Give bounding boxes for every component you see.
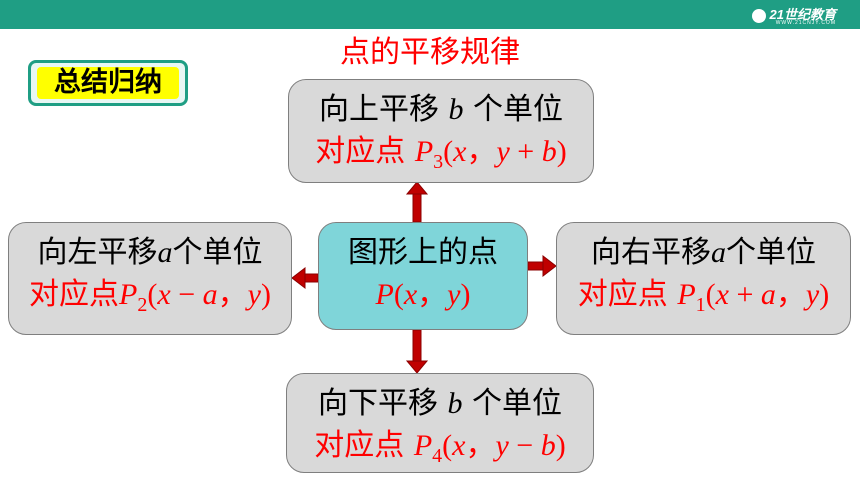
node-left-point: 对应点P2(x − a，y) bbox=[9, 275, 291, 325]
top-banner: 21世纪教育 WWW.21CNJY.COM bbox=[0, 0, 860, 29]
node-left-rule: 向左平移a个单位 bbox=[9, 233, 291, 273]
paren: ( bbox=[147, 278, 158, 311]
node-translate-left: 向左平移a个单位 对应点P2(x − a，y) bbox=[8, 222, 292, 335]
node-up-rule: 向上平移 b 个单位 bbox=[289, 90, 593, 130]
page-title: 点的平移规律 bbox=[340, 35, 520, 70]
node-down-rule: 向下平移 b 个单位 bbox=[287, 384, 593, 424]
separator: ， bbox=[775, 277, 806, 312]
node-right-point: 对应点 P1(x + a，y) bbox=[557, 275, 850, 325]
point-name: P bbox=[677, 278, 696, 311]
node-translate-up: 向上平移 b 个单位 对应点 P3(x，y + b) bbox=[288, 79, 594, 183]
amount: b bbox=[448, 93, 464, 126]
arrow-right bbox=[527, 254, 557, 278]
var-x: x bbox=[157, 278, 171, 311]
var-b: b bbox=[541, 135, 557, 168]
summary-label-text: 总结归纳 bbox=[37, 67, 179, 99]
text: 对应点 bbox=[29, 277, 120, 312]
var-x: x bbox=[403, 278, 418, 311]
text: 对应点 bbox=[315, 134, 415, 169]
separator: ， bbox=[465, 428, 496, 463]
node-translate-down: 向下平移 b 个单位 对应点 P4(x，y − b) bbox=[286, 373, 594, 473]
operator: − bbox=[170, 278, 203, 311]
separator: ， bbox=[466, 134, 497, 169]
arrow-up bbox=[405, 181, 429, 223]
paren: ( bbox=[705, 278, 716, 311]
amount: a bbox=[157, 236, 173, 269]
text: 向下平移 bbox=[317, 386, 448, 421]
subscript: 4 bbox=[432, 445, 443, 467]
logo-text: 21世纪教育 bbox=[769, 7, 836, 22]
node-center-point: P(x，y) bbox=[319, 275, 527, 315]
operator: + bbox=[728, 278, 761, 311]
logo-subtext: WWW.21CNJY.COM bbox=[775, 20, 836, 26]
summary-label: 总结归纳 bbox=[28, 60, 188, 106]
brand-logo: 21世纪教育 WWW.21CNJY.COM bbox=[751, 4, 836, 26]
var-a: a bbox=[202, 278, 218, 311]
var-b: b bbox=[540, 429, 556, 462]
amount: a bbox=[711, 236, 726, 269]
text: 对应点 bbox=[577, 277, 678, 312]
paren: ) bbox=[556, 135, 567, 168]
text: 个单位 bbox=[462, 386, 563, 421]
node-original-point: 图形上的点 P(x，y) bbox=[318, 222, 528, 330]
var-y: y bbox=[496, 135, 510, 168]
paren: ) bbox=[819, 278, 830, 311]
arrow-left bbox=[291, 266, 319, 290]
subscript: 3 bbox=[433, 151, 444, 173]
paren: ( bbox=[393, 278, 404, 311]
runner-icon bbox=[751, 8, 766, 23]
text: 个单位 bbox=[463, 92, 564, 127]
node-right-rule: 向右平移a个单位 bbox=[557, 233, 850, 273]
text: 向左平移 bbox=[37, 235, 158, 270]
text: 向右平移 bbox=[591, 235, 711, 270]
node-up-point: 对应点 P3(x，y + b) bbox=[289, 132, 593, 182]
paren: ( bbox=[442, 429, 453, 462]
var-y: y bbox=[805, 278, 820, 311]
text: 个单位 bbox=[726, 235, 816, 270]
paren: ) bbox=[555, 429, 566, 462]
subscript: 1 bbox=[695, 294, 706, 316]
point-name: P bbox=[119, 278, 138, 311]
var-y: y bbox=[247, 278, 261, 311]
operator: + bbox=[509, 135, 542, 168]
point-name: P bbox=[413, 429, 433, 462]
paren: ( bbox=[443, 135, 454, 168]
node-center-label: 图形上的点 bbox=[348, 235, 498, 270]
separator: ， bbox=[417, 277, 448, 312]
operator: − bbox=[508, 429, 541, 462]
point-name: P bbox=[375, 278, 394, 311]
paren: ) bbox=[260, 278, 271, 311]
node-down-point: 对应点 P4(x，y − b) bbox=[287, 426, 593, 476]
text: 对应点 bbox=[314, 428, 414, 463]
amount: b bbox=[447, 387, 463, 420]
text: 个单位 bbox=[172, 235, 263, 270]
node-translate-right: 向右平移a个单位 对应点 P1(x + a，y) bbox=[556, 222, 851, 335]
var-x: x bbox=[715, 278, 729, 311]
var-a: a bbox=[760, 278, 776, 311]
var-x: x bbox=[452, 429, 466, 462]
paren: ) bbox=[460, 278, 471, 311]
var-x: x bbox=[453, 135, 467, 168]
var-y: y bbox=[447, 278, 461, 311]
subscript: 2 bbox=[137, 294, 148, 316]
var-y: y bbox=[495, 429, 509, 462]
point-name: P bbox=[414, 135, 434, 168]
separator: ， bbox=[217, 277, 248, 312]
text: 向上平移 bbox=[318, 92, 449, 127]
arrow-down bbox=[405, 329, 429, 374]
